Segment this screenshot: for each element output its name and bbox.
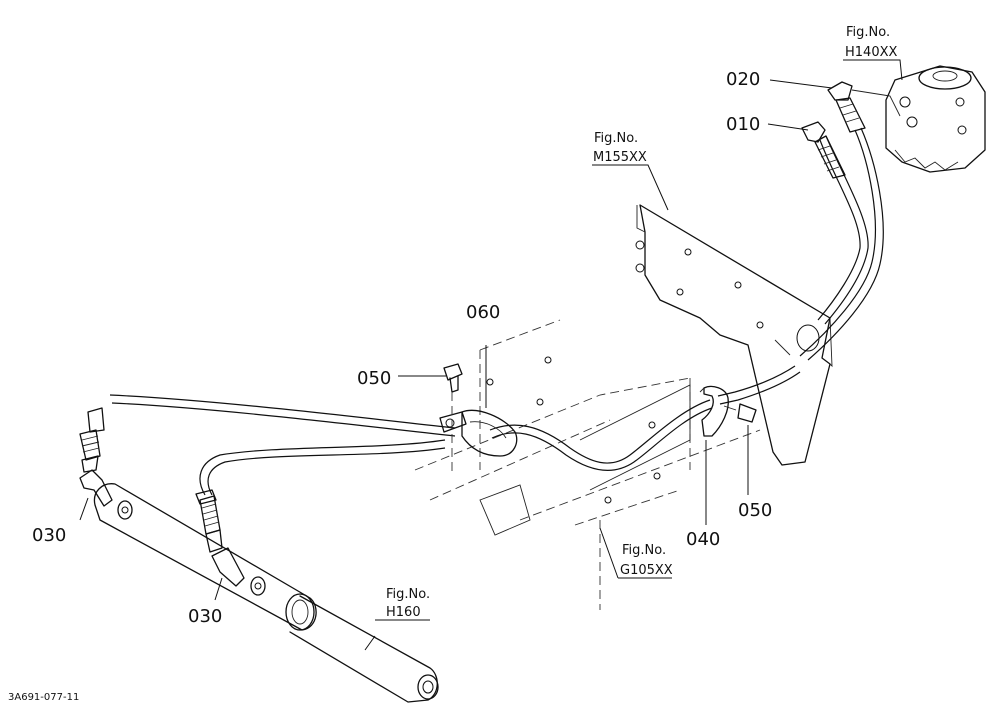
label-part-010: 010 xyxy=(726,114,760,135)
steering-pipe xyxy=(109,365,801,496)
clamp-040 xyxy=(699,385,729,437)
hose-010 xyxy=(801,121,869,325)
label-part-040: 040 xyxy=(686,529,720,550)
label-part-050-left: 050 xyxy=(357,368,391,389)
mounting-plate xyxy=(635,204,833,466)
fig-ref-m155-line2: M155XX xyxy=(593,150,647,165)
fig-ref-g105-line1: Fig.No. xyxy=(622,543,666,558)
label-part-030-lower: 030 xyxy=(188,606,222,627)
bolt-050-right xyxy=(723,403,757,423)
fig-ref-h140-line2: H140XX xyxy=(845,45,897,60)
drawing-code: 3A691-077-11 xyxy=(8,692,79,703)
label-part-020: 020 xyxy=(726,69,760,90)
fig-ref-h140-line1: Fig.No. xyxy=(846,25,890,40)
label-part-050-right: 050 xyxy=(738,500,772,521)
label-part-030-left: 030 xyxy=(32,525,66,546)
elbow-fitting-030-left xyxy=(79,407,113,507)
bolt-050-left xyxy=(443,363,463,472)
fig-ref-g105-line2: G105XX xyxy=(620,563,673,578)
fig-ref-h160-line2: H160 xyxy=(386,605,421,620)
steering-valve-unit xyxy=(885,65,986,173)
frame-outline xyxy=(414,319,761,610)
hose-020 xyxy=(799,81,901,361)
fig-ref-m155-line1: Fig.No. xyxy=(594,131,638,146)
leader-lines xyxy=(79,59,903,651)
fig-ref-h160-line1: Fig.No. xyxy=(386,587,430,602)
label-part-060: 060 xyxy=(466,302,500,323)
elbow-fitting-030-lower xyxy=(195,489,245,587)
